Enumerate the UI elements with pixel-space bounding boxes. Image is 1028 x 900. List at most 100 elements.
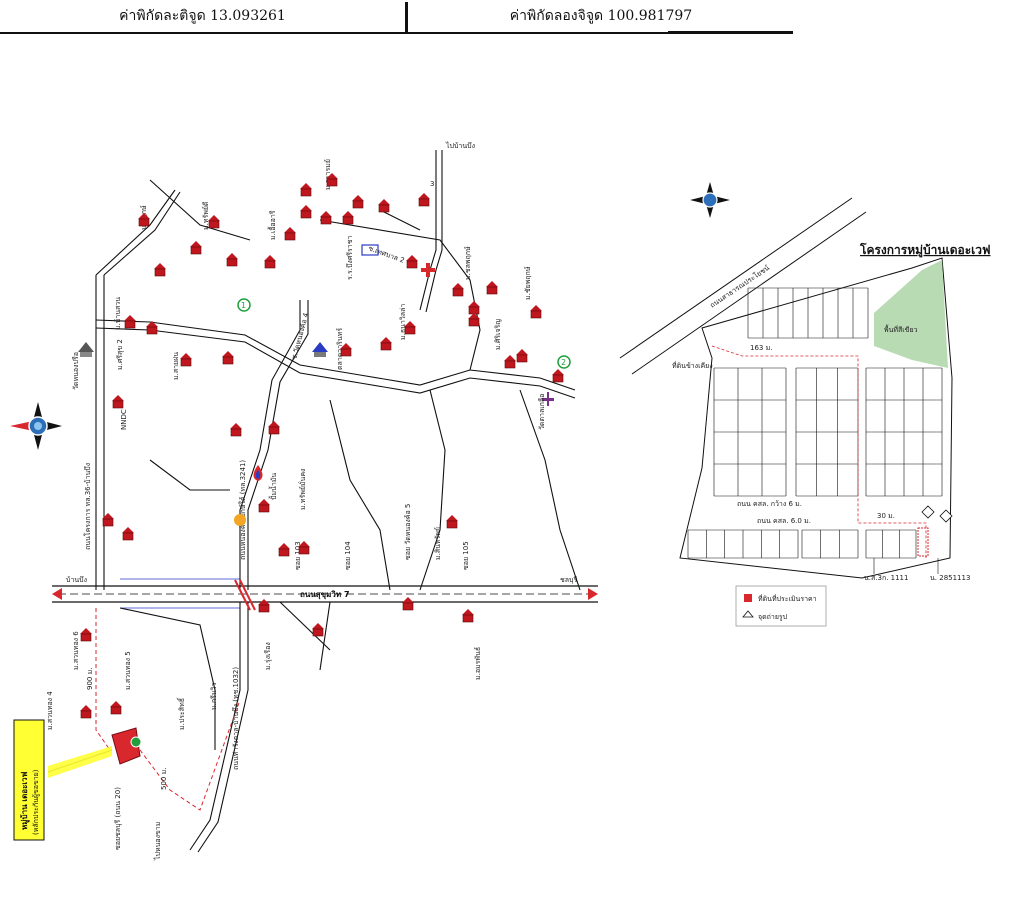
village-label: ม.ประสิทธิ์	[176, 697, 186, 730]
house-icon	[102, 513, 114, 527]
house-icon	[452, 283, 464, 297]
callout-line1: หมู่บ้าน เดอะเวฟ	[19, 771, 30, 830]
road-3241-label: ถนนหนองค้อ-ปักษ์ใต้ (ทล.3241)	[238, 460, 247, 560]
crossing-mark	[239, 579, 256, 611]
road-top-label: ถนนสาธารณประโยชน์	[708, 263, 771, 310]
market-label: ตลาดวารินทร์	[336, 328, 344, 370]
village-label: ม.วรารมย์	[324, 159, 332, 190]
svg-text:1: 1	[241, 301, 246, 310]
house-icon	[138, 213, 150, 227]
dim-b: 163 ม.	[750, 344, 772, 352]
main-road-label: ถนนสุขุมวิท 7	[300, 590, 350, 600]
to-bottom-label: ไปหนองขาม	[153, 822, 162, 861]
lot-a: น.ส.3ก. 1111	[864, 574, 908, 582]
lot-grid	[687, 287, 943, 559]
road-36-label: ถนนโครงการ ทล.36-บ้านบึง	[83, 463, 92, 550]
house-icon	[516, 349, 528, 363]
house-icon	[80, 705, 92, 719]
school-label: ร.ร.บึงศรีราชา	[345, 236, 354, 280]
village-label: ม.ชัยพฤกษ์	[524, 266, 532, 300]
header-underline	[0, 32, 793, 34]
main-road: ถนนสุขุมวิท 7 บ้านบึง ชลบุรี	[52, 575, 598, 609]
road-vertical-label: ถนนท่าวังตาล-บ้านบึง (ทช.1032)	[231, 667, 240, 770]
road-south-label: ซอยชลบุรี (ถนน 20)	[114, 787, 122, 850]
school-icon	[361, 244, 379, 256]
header-underline-accent	[668, 31, 793, 34]
marker-1: 1	[237, 298, 251, 312]
callout-beam	[48, 746, 112, 778]
village-label: ม.ธนาวิลล่า	[399, 304, 407, 340]
house-icon	[406, 255, 418, 269]
compass-icon	[690, 182, 730, 218]
green-area	[874, 260, 948, 368]
marker-2: 2	[557, 355, 571, 369]
legend-item-2: จุดถ่ายรูป	[758, 613, 788, 621]
village-label: ม.ทรัพย์มั่นคง	[298, 469, 307, 510]
house-icon	[552, 369, 564, 383]
house-icon	[340, 343, 352, 357]
house-icon	[190, 241, 202, 255]
house-icon	[258, 499, 270, 513]
distance-500: 500 ม.	[160, 768, 168, 790]
temple-icon	[312, 342, 328, 357]
wat-label: วัดหนองปรือ	[72, 352, 80, 390]
house-icon	[112, 395, 124, 409]
temple-icon	[542, 392, 554, 406]
house-icon	[208, 215, 220, 229]
internal-route	[711, 345, 927, 558]
project-callout	[13, 719, 45, 841]
dim-a: 30 ม.	[877, 512, 895, 520]
house-icon	[122, 527, 134, 541]
house-icon	[278, 543, 290, 557]
house-icon	[352, 195, 364, 209]
longitude-label: ค่าพิกัดลองจิจูด 100.981797	[509, 8, 693, 24]
lot-b: น. 2851113	[930, 574, 970, 582]
house-icon	[300, 183, 312, 197]
road-network	[95, 150, 581, 853]
house-icon	[486, 281, 498, 295]
village-label: ม.สายฝน	[172, 352, 180, 380]
crossing-mark	[234, 579, 251, 611]
photo-point-icon	[742, 610, 754, 618]
house-icon	[402, 597, 414, 611]
house-icon	[312, 623, 324, 637]
road-label: ซอย 104	[344, 541, 352, 570]
village-label: ม.สวนทอง 6	[72, 631, 80, 670]
temple2-label: วัดตาลเกลือ	[538, 394, 546, 430]
house-icon	[446, 515, 458, 529]
road-label: ซอย 105	[462, 541, 470, 570]
house-icon	[80, 628, 92, 642]
coordinate-header: ค่าพิกัดละติจูด 13.093261 ค่าพิกัดลองจิจ…	[0, 0, 793, 34]
house-icon	[110, 701, 122, 715]
house-icon	[378, 199, 390, 213]
village-label: ม.ศิริเจริญ	[494, 319, 502, 350]
house-icon	[268, 421, 280, 435]
village-label: ม.รุ่งเรือง	[264, 642, 272, 670]
header-divider	[405, 2, 408, 32]
temple-icon	[78, 342, 94, 357]
gas-label: ปั้มน้ำมัน	[267, 473, 278, 500]
house-icon	[468, 301, 480, 315]
svg-text:2: 2	[561, 358, 566, 367]
distance-900: 900 ม.	[86, 668, 94, 690]
house-icon	[380, 337, 392, 351]
house-icon	[124, 315, 136, 329]
village-label: ม.สวนทอง 4	[46, 691, 54, 730]
legend: ที่ดินที่ประเมินราคา จุดถ่ายรูป	[735, 585, 827, 627]
house-icon	[504, 355, 516, 369]
house-icon	[180, 353, 192, 367]
village-label: ม.อมรพันธ์	[474, 647, 482, 680]
gas-station-icon	[253, 465, 263, 481]
project-plot	[111, 727, 141, 765]
photo-point-icon	[921, 505, 935, 519]
road-label: ซอย 103	[294, 541, 302, 570]
photo-point-icon	[939, 509, 953, 523]
house-icon	[284, 227, 296, 241]
village-label: ม.สินทรัพย์	[434, 527, 442, 560]
house-icon	[462, 609, 474, 623]
hospital-icon	[421, 263, 435, 277]
latitude-label: ค่าพิกัดละติจูด 13.093261	[119, 8, 286, 24]
road-5-label: ซอย วัดหนองค้อ 5	[404, 504, 412, 560]
village-label: ม.กรีนวิว	[210, 682, 218, 710]
house-icon	[258, 599, 270, 613]
